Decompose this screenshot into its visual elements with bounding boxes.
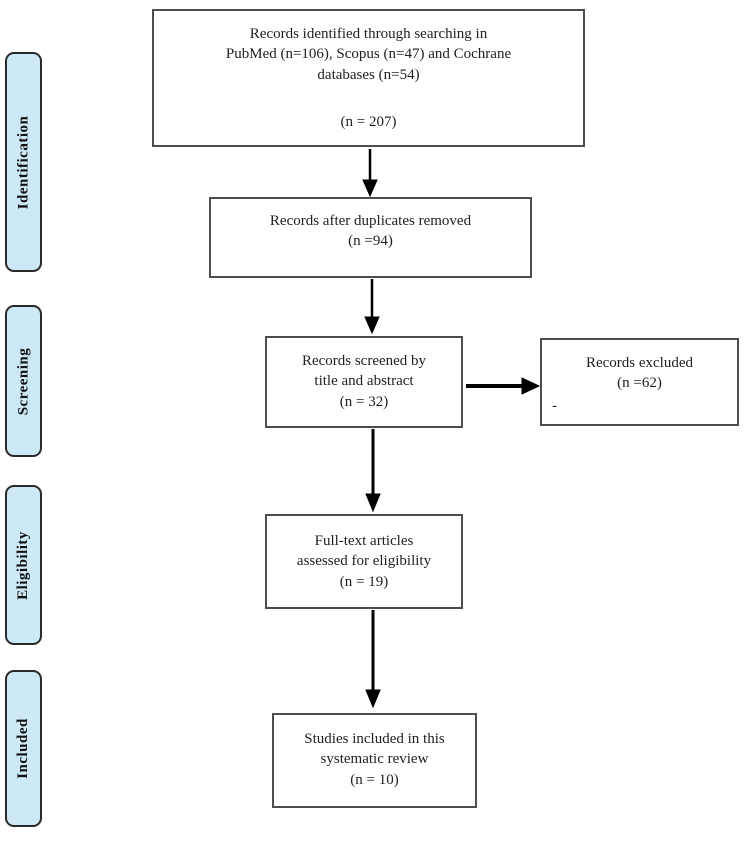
box-fulltext-assessed: Full-text articles assessed for eligibil… [265, 514, 463, 609]
box-records-identified: Records identified through searching in … [152, 9, 585, 147]
box-text-line: Studies included in this [304, 731, 445, 747]
stage-label-included: Included [5, 670, 42, 827]
box-text-line: title and abstract [314, 373, 414, 390]
stage-label-text: Screening [15, 347, 31, 415]
box-duplicates-removed: Records after duplicates removed (n =94) [209, 197, 532, 278]
arrow-identified-to-duplicates [362, 149, 378, 198]
box-count: (n = 207) [340, 113, 397, 130]
box-count: (n = 10) [350, 771, 399, 788]
box-count: (n = 32) [339, 393, 389, 410]
box-text-line: Records after duplicates removed [269, 213, 472, 229]
arrow-duplicates-to-screened [364, 279, 380, 335]
box-count: (n =62) [617, 375, 662, 392]
box-text-line: PubMed (n=106), Scopus (n=47) and Cochra… [225, 46, 512, 63]
stage-label-text: Identification [15, 115, 32, 209]
stage-label-identification: Identification [5, 52, 42, 272]
box-text-line: Records excluded [585, 355, 694, 371]
box-text-line: systematic review [320, 751, 429, 768]
box-text-line: Records identified through searching in [249, 26, 488, 42]
box-text-line: databases (n=54) [317, 66, 420, 83]
box-text-line: assessed for eligibility [296, 553, 432, 570]
stage-label-text: Included [15, 718, 32, 779]
box-count: (n =94) [348, 233, 393, 250]
arrow-screened-to-excluded [466, 377, 541, 395]
box-records-excluded: Records excluded (n =62) - [540, 338, 739, 426]
box-text-line: Full-text articles [314, 533, 414, 549]
box-text-line: Records screened by [301, 353, 427, 369]
excluded-note-dash: - [552, 398, 557, 414]
stage-label-eligibility: Eligibility [5, 485, 42, 645]
arrow-screened-to-fulltext [365, 429, 381, 513]
box-studies-included: Studies included in this systematic revi… [272, 713, 477, 808]
box-records-screened: Records screened by title and abstract (… [265, 336, 463, 428]
stage-label-text: Eligibility [15, 530, 32, 600]
stage-label-screening: Screening [5, 305, 42, 457]
box-count: (n = 19) [339, 573, 389, 590]
arrow-fulltext-to-included [365, 610, 381, 709]
